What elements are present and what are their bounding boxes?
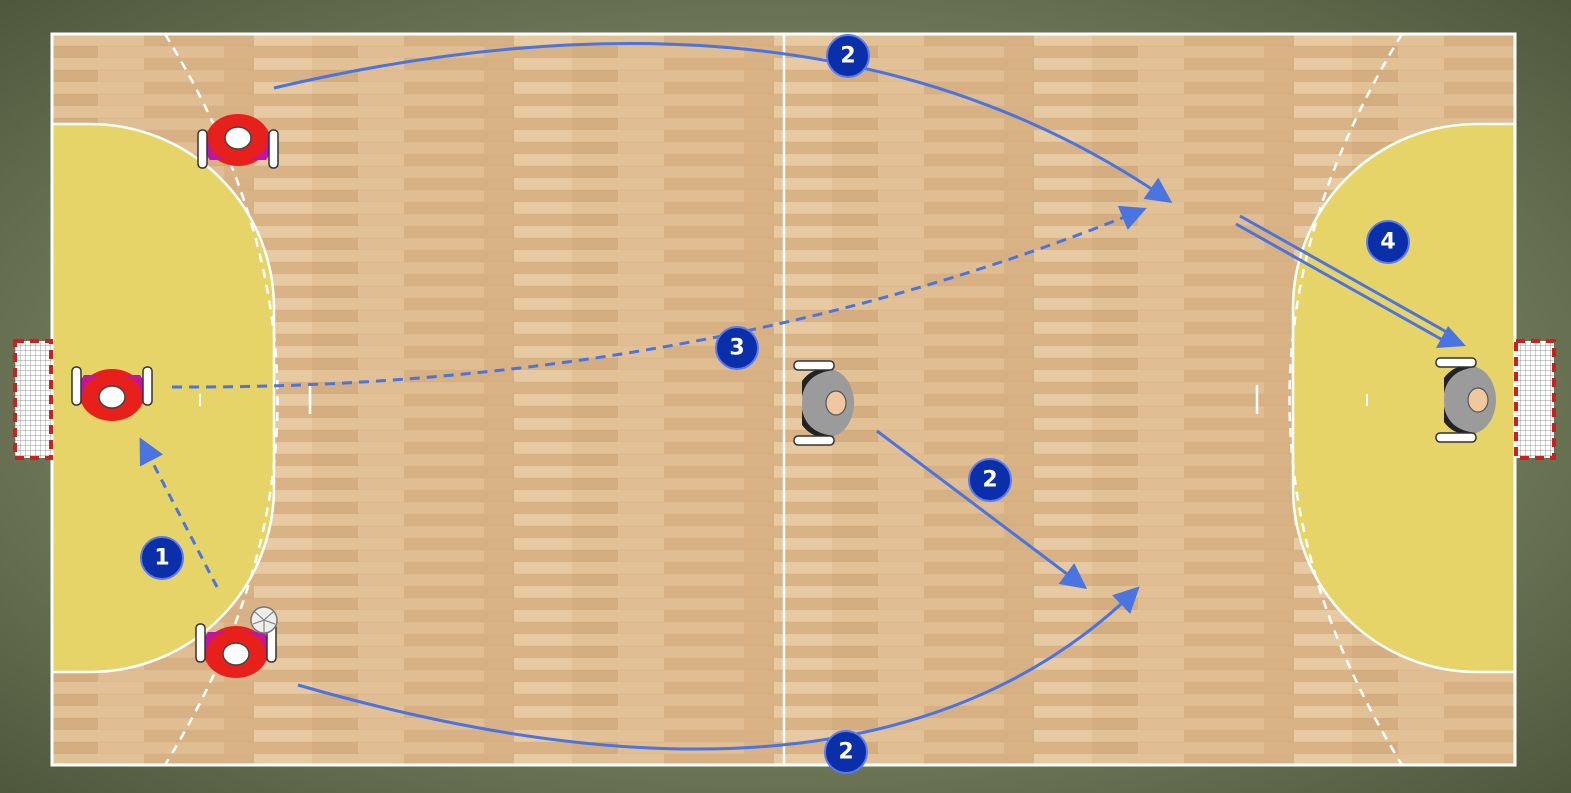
right-goal-area xyxy=(1291,122,1515,674)
step-badge-label: 2 xyxy=(838,740,853,765)
run-arrow-top xyxy=(273,41,1173,203)
run-arrow-bottom xyxy=(297,586,1140,751)
step-badge-label: 2 xyxy=(840,44,855,69)
step-badge-2-top: 2 xyxy=(826,34,870,78)
step-badge-2-bottom: 2 xyxy=(824,730,868,774)
run-arrow-center xyxy=(876,429,1088,590)
step-badge-1: 1 xyxy=(140,536,184,580)
attacker-icon xyxy=(71,366,153,421)
step-badge-label: 4 xyxy=(1380,230,1395,255)
step-badge-label: 2 xyxy=(982,468,997,493)
pass-arrow-1 xyxy=(139,437,219,588)
shot-arrow-head xyxy=(1436,326,1466,348)
step-badge-3: 3 xyxy=(715,326,759,370)
pass-arrow-3 xyxy=(171,205,1147,389)
defender-icon xyxy=(793,360,854,446)
ball-icon xyxy=(250,606,278,634)
goalkeeper-icon xyxy=(1435,357,1496,443)
step-badge-label: 1 xyxy=(154,546,169,571)
step-badge-label: 3 xyxy=(729,336,744,361)
left-goal-area xyxy=(52,122,276,674)
right-goal xyxy=(1514,339,1556,460)
shot-arrow-line-b xyxy=(1235,222,1449,345)
step-badge-4: 4 xyxy=(1366,220,1410,264)
attacker-icon xyxy=(197,114,279,169)
right-free-throw-line xyxy=(1288,34,1404,765)
step-badge-2-center: 2 xyxy=(968,458,1012,502)
shot-arrow-line-a xyxy=(1239,214,1453,337)
left-goal xyxy=(13,339,53,460)
movement-arrows xyxy=(139,41,1466,751)
attacker-icon xyxy=(195,623,277,678)
